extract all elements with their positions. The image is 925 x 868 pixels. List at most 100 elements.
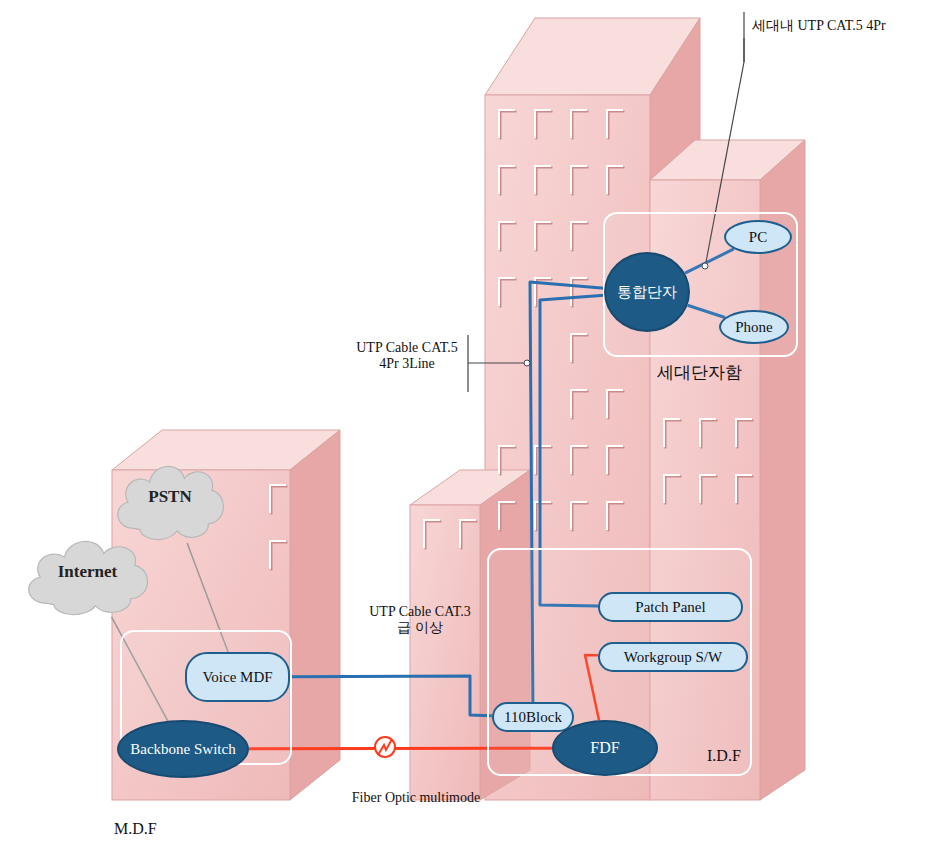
window — [571, 278, 587, 306]
window — [499, 166, 515, 194]
window — [571, 110, 587, 138]
window — [535, 222, 551, 250]
node-label: Backbone Switch — [130, 741, 235, 758]
window — [270, 485, 286, 513]
window-shadow — [702, 421, 718, 449]
window — [499, 502, 515, 530]
window — [270, 541, 286, 569]
window — [535, 502, 551, 530]
window — [571, 502, 587, 530]
window-shadow — [272, 543, 288, 571]
window-shadow — [272, 487, 288, 515]
window-shadow — [609, 504, 625, 532]
cable-label: UTP Cable CAT.3급 이상 — [368, 604, 472, 636]
node-label: Workgroup S/W — [624, 649, 722, 666]
window-shadow — [738, 421, 754, 449]
window-shadow — [666, 477, 682, 505]
internet-cloud: Internet — [20, 525, 155, 620]
region-label: 세대단자함 — [657, 364, 742, 383]
household-panel-region: 통합단자PCPhone세대단자함 — [603, 212, 798, 357]
node-label: 110Block — [504, 709, 562, 726]
window-shadow — [609, 448, 625, 476]
window-shadow — [537, 168, 553, 196]
window-shadow — [501, 168, 517, 196]
window-shadow — [609, 112, 625, 140]
cable-line — [290, 676, 492, 716]
node-label: Voice MDF — [202, 669, 272, 686]
window-shadow — [573, 392, 589, 420]
window — [607, 446, 623, 474]
node-label: Patch Panel — [635, 599, 705, 616]
cable-spec-label: UTP Cable CAT.5 4Pr 3Line — [352, 340, 462, 372]
integrated-terminal: 통합단자 — [604, 252, 690, 332]
window — [700, 419, 716, 447]
cable-label: Fiber Optic multimode — [316, 790, 516, 806]
window-shadow — [501, 224, 517, 252]
region-label: I.D.F — [707, 747, 741, 765]
pstn-cloud: PSTN — [110, 450, 230, 545]
window — [607, 390, 623, 418]
window-shadow — [573, 168, 589, 196]
window — [736, 475, 752, 503]
pc-box: PC — [724, 220, 792, 254]
backbone-switch: Backbone Switch — [117, 720, 249, 778]
window-shadow — [666, 421, 682, 449]
window — [424, 520, 440, 548]
window-shadow — [573, 112, 589, 140]
window-shadow — [573, 336, 589, 364]
window — [571, 166, 587, 194]
window-shadow — [537, 224, 553, 252]
window — [499, 278, 515, 306]
window-shadow — [501, 280, 517, 308]
fdf-box: FDF — [552, 720, 658, 776]
window-shadow — [609, 168, 625, 196]
window — [499, 446, 515, 474]
window — [607, 166, 623, 194]
cloud-outline — [118, 466, 224, 539]
window — [499, 222, 515, 250]
window-shadow — [573, 448, 589, 476]
window — [535, 166, 551, 194]
node-label: PC — [749, 229, 767, 246]
window-shadow — [501, 112, 517, 140]
window-shadow — [738, 477, 754, 505]
window — [607, 502, 623, 530]
leader-cat5-3line — [468, 335, 530, 392]
window — [571, 222, 587, 250]
block-110-box: 110Block — [492, 702, 574, 732]
region-label: M.D.F — [114, 820, 157, 838]
phone-box: Phone — [719, 310, 789, 344]
voice-mdf-box: Voice MDF — [185, 652, 290, 702]
idf-region: 110Block Patch PanelWorkgroup S/W FDF I.D.F — [487, 548, 752, 776]
patch-panel-box: Patch Panel — [598, 592, 743, 622]
window-shadow — [537, 112, 553, 140]
node-label: 통합단자 — [617, 284, 677, 301]
fiber-symbol — [375, 737, 395, 757]
workgroup-switch-box: Workgroup S/W — [598, 642, 748, 672]
window — [571, 446, 587, 474]
window — [664, 475, 680, 503]
node-label: Phone — [735, 319, 773, 336]
window-shadow — [501, 504, 517, 532]
node-label: Internet — [58, 563, 117, 582]
node-label: PSTN — [148, 488, 191, 507]
window — [607, 110, 623, 138]
window — [460, 520, 476, 548]
window — [571, 334, 587, 362]
window-shadow — [573, 504, 589, 532]
window — [700, 475, 716, 503]
mdf-region: Voice MDFBackbone SwitchM.D.F — [120, 630, 292, 765]
window-shadow — [426, 522, 442, 550]
window — [535, 110, 551, 138]
household-cable-label: 세대내 UTP CAT.5 4Pr — [752, 18, 902, 34]
window — [571, 390, 587, 418]
window-shadow — [501, 448, 517, 476]
cloud-outline — [29, 541, 148, 614]
window — [535, 446, 551, 474]
window-shadow — [702, 477, 718, 505]
window-shadow — [573, 224, 589, 252]
window-shadow — [462, 522, 478, 550]
